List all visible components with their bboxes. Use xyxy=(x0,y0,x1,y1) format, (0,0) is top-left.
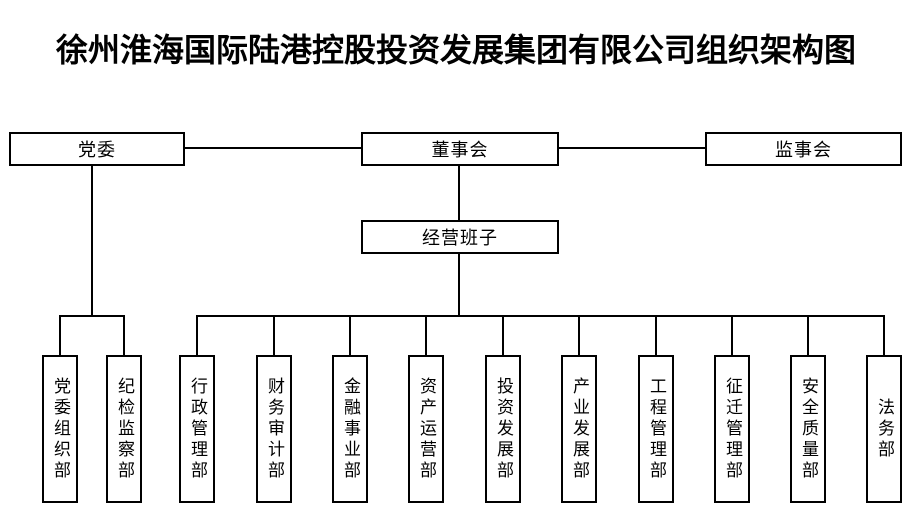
connector-departments-bus xyxy=(196,315,885,317)
connector-drop-dept-1 xyxy=(123,315,125,355)
chart-title: 徐州淮海国际陆港控股投资发展集团有限公司组织架构图 xyxy=(55,32,856,68)
dept-safety-quality: 安全质量部 xyxy=(790,355,826,503)
connector-party-trunk xyxy=(91,165,93,317)
node-party-committee: 党委 xyxy=(9,132,185,166)
connector-drop-dept-10 xyxy=(807,315,809,355)
dept-asset-operation: 资产运营部 xyxy=(408,355,444,503)
connector-drop-dept-9 xyxy=(731,315,733,355)
connector-drop-dept-6 xyxy=(502,315,504,355)
connector-drop-dept-11 xyxy=(883,315,885,355)
connector-party-bus xyxy=(59,315,125,317)
connector-party-board xyxy=(185,147,361,149)
dept-relocation-management: 征迁管理部 xyxy=(714,355,750,503)
dept-industry-development: 产业发展部 xyxy=(561,355,597,503)
dept-financial-business: 金融事业部 xyxy=(332,355,368,503)
dept-finance-audit: 财务审计部 xyxy=(256,355,292,503)
connector-drop-dept-4 xyxy=(349,315,351,355)
connector-management-trunk xyxy=(458,253,460,317)
connector-drop-dept-8 xyxy=(655,315,657,355)
connector-drop-dept-5 xyxy=(425,315,427,355)
dept-administration: 行政管理部 xyxy=(179,355,215,503)
dept-discipline-inspection: 纪检监察部 xyxy=(106,355,142,503)
node-board-of-directors: 董事会 xyxy=(361,132,559,166)
connector-drop-dept-3 xyxy=(273,315,275,355)
connector-drop-dept-7 xyxy=(578,315,580,355)
connector-board-supervisory xyxy=(559,147,705,149)
dept-legal-affairs: 法务部 xyxy=(866,355,902,503)
dept-engineering-management: 工程管理部 xyxy=(638,355,674,503)
dept-investment-development: 投资发展部 xyxy=(485,355,521,503)
dept-party-organization: 党委组织部 xyxy=(42,355,78,503)
connector-drop-dept-0 xyxy=(59,315,61,355)
node-management-team: 经营班子 xyxy=(361,220,559,254)
connector-drop-dept-2 xyxy=(196,315,198,355)
connector-board-management xyxy=(458,165,460,221)
node-supervisory-board: 监事会 xyxy=(705,132,902,166)
